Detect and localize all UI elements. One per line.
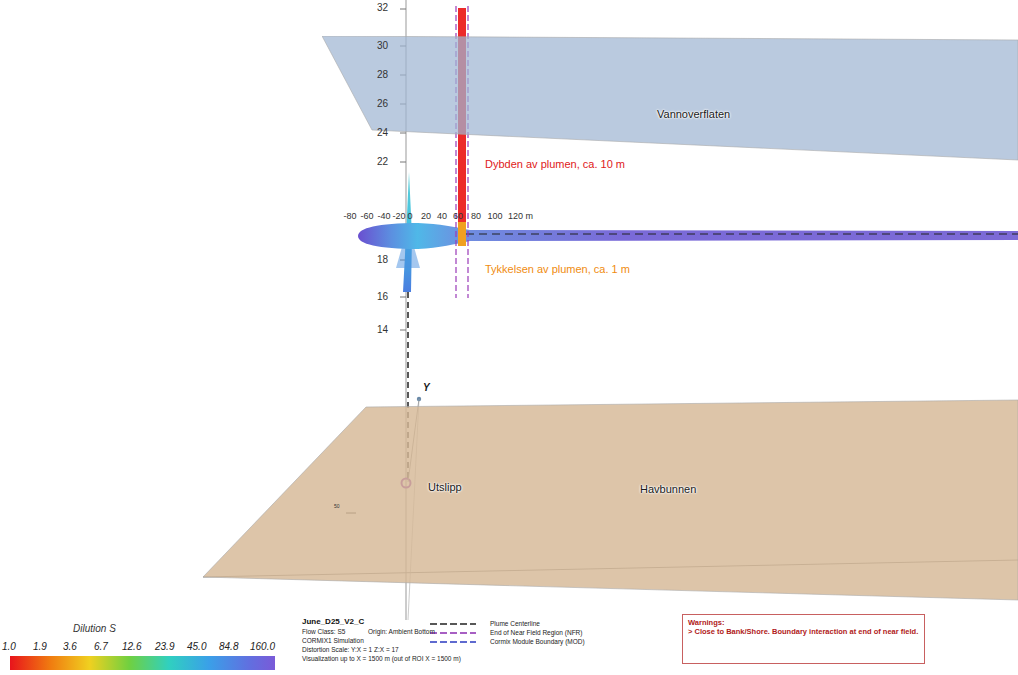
band-shape [203, 399, 1018, 601]
label: 84.8 [219, 641, 238, 653]
label: 60 [453, 211, 463, 221]
legend-text: Plume Centerline [490, 620, 540, 627]
label: 24 [368, 127, 388, 139]
label: 14 [368, 324, 388, 336]
label: 120 m [508, 211, 533, 221]
node-text: Warnings: [688, 619, 724, 628]
legend-text: End of Near Field Region (NFR) [490, 629, 582, 636]
label: 23.9 [155, 641, 174, 653]
label: 30 [368, 40, 388, 52]
label: 26 [368, 98, 388, 110]
label: -20 [392, 211, 405, 221]
label: -40 [377, 211, 390, 221]
label: 1.9 [33, 641, 47, 653]
label: June_D25_V2_C [302, 617, 364, 626]
label: -60 [360, 211, 373, 221]
seabed-plane: Havbunnen [203, 399, 1018, 601]
legend-line-sample [430, 623, 476, 625]
label: 45.0 [187, 641, 206, 653]
legend-line-sample [430, 632, 476, 634]
label: 16 [368, 291, 388, 303]
legend-text: Cormix Module Boundary (MOD) [490, 638, 585, 645]
label: 40 [437, 211, 447, 221]
node-text: > Close to Bank/Shore. Boundary interact… [688, 628, 918, 637]
label: 12.6 [122, 641, 141, 653]
label: 0 [407, 211, 412, 221]
label: 3.6 [63, 641, 77, 653]
label: Dybden av plumen, ca. 10 m [485, 158, 625, 171]
label: Visualization up to X = 1500 m (out of R… [302, 655, 461, 662]
label: 18 [368, 254, 388, 266]
water-surface-plane: Vannoverflaten [322, 36, 1018, 166]
node-text: Vannoverflaten [657, 108, 730, 121]
label: Tykkelsen av plumen, ca. 1 m [485, 263, 630, 276]
label: 160.0 [250, 641, 275, 653]
label: 32 [368, 2, 388, 14]
band-shape [322, 36, 1018, 166]
label: 20 [421, 211, 431, 221]
label: Flow Class: S5 [302, 628, 345, 635]
warnings-box: Warnings:> Close to Bank/Shore. Boundary… [682, 614, 925, 664]
legend-line-sample [430, 641, 476, 643]
label: Dilution S [73, 623, 116, 635]
label: CORMIX1 Simulation [302, 637, 364, 644]
label: Origin: Ambient Bottom [368, 628, 435, 635]
label: 1.0 [2, 641, 16, 653]
label: Distortion Scale: Y:X = 1 Z:X = 17 [302, 646, 399, 653]
label: 28 [368, 69, 388, 81]
label: 22 [368, 156, 388, 168]
label: 50 [334, 504, 340, 510]
label: Utslipp [428, 481, 462, 494]
label: 6.7 [94, 641, 108, 653]
label: -80 [343, 211, 356, 221]
label: 100 [487, 211, 502, 221]
label: 80 [471, 211, 481, 221]
label: Y [423, 382, 430, 394]
node-text: Havbunnen [640, 483, 696, 496]
